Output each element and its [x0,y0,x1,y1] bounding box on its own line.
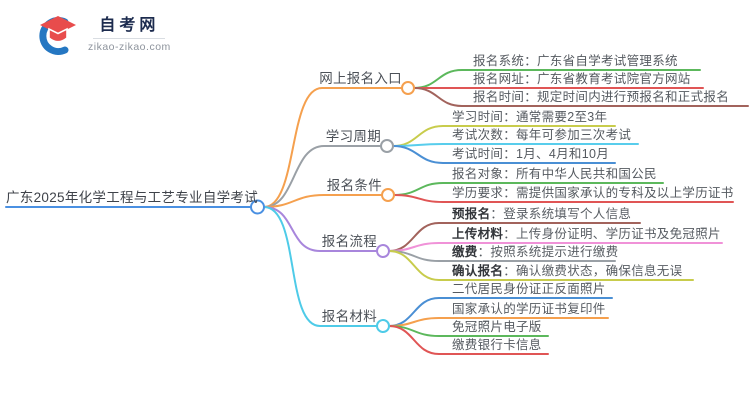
leaf-upload-materials: 上传材料：上传身份证明、学历证书及免冠照片 [452,226,721,242]
edge-leaf-confirm-signup [388,250,694,281]
node-dot-signup-materials [376,319,390,333]
edge-branch-study-cycle [263,145,382,208]
leaf-signup-time: 报名时间：规定时间内进行预报名和正式报名 [473,90,730,104]
node-dot-signup-conditions [381,188,395,202]
leaf-study-time: 学习时间：通常需要2至3年 [452,110,608,124]
leaf-confirm-signup: 确认报名：确认缴费状态，确保信息无误 [452,263,682,279]
leaf-upload-materials-keyword: 上传材料 [452,227,504,241]
node-dot-root [250,199,265,215]
branch-study-cycle: 学习周期 [325,129,381,144]
edge-branch-signup-conditions [263,194,383,208]
logo-divider [93,37,166,39]
leaf-pre-signup-desc: ：登录系统填写个人信息 [490,207,632,221]
branch-online-entry: 网上报名入口 [319,71,402,86]
leaf-bareheaded-photo: 免冠照片电子版 [452,320,542,334]
branch-signup-process: 报名流程 [321,234,377,249]
leaf-payment-desc: ：按照系统提示进行缴费 [477,245,619,259]
node-dot-online-entry [401,81,415,95]
root-node: 广东2025年化学工程与工艺专业自学考试 [6,190,259,205]
leaf-confirm-signup-keyword: 确认报名 [452,264,504,278]
edge-leaf-education-requirement [393,194,734,203]
branch-signup-materials: 报名材料 [321,309,377,324]
leaf-signup-target: 报名对象：所有中华人民共和国公民 [452,167,657,181]
node-dot-study-cycle [380,139,394,153]
logo-title: 自考网 [99,16,160,34]
leaf-upload-materials-desc: ：上传身份证明、学历证书及免冠照片 [503,227,721,241]
edge-branch-signup-materials [263,206,378,327]
edge-leaf-bank-card-info [388,325,549,355]
logo-cap-base-shape [48,27,68,43]
logo-domain: zikao-zikao.com [88,40,171,53]
leaf-exam-count: 考试次数：每年可参加三次考试 [452,128,632,142]
site-logo[interactable]: 自考网 zikao-zikao.com [34,11,171,57]
edge-branch-signup-process [263,206,378,252]
logo-text-block: 自考网 zikao-zikao.com [88,16,171,53]
leaf-signup-website: 报名网址：广东省教育考试院官方网站 [473,72,691,86]
edge-leaf-exam-time [392,145,616,164]
branch-signup-conditions: 报名条件 [326,178,382,193]
leaf-exam-time: 考试时间：1月、4月和10月 [452,147,610,161]
node-dot-signup-process [376,244,390,258]
leaf-education-requirement: 学历要求：需提供国家承认的专科及以上学历证书 [452,186,734,200]
edge-branch-online-entry [263,87,403,208]
leaf-payment: 缴费：按照系统提示进行缴费 [452,244,618,260]
logo-icon [39,16,76,55]
leaf-payment-keyword: 缴费 [452,245,478,259]
leaf-diploma-copy: 国家承认的学历证书复印件 [452,302,606,316]
leaf-signup-system: 报名系统：广东省自学考试管理系统 [473,54,678,68]
edge-leaf-signup-time [413,87,749,107]
leaf-confirm-signup-desc: ：确认缴费状态，确保信息无误 [503,264,683,278]
leaf-id-card-photo: 二代居民身份证正反面照片 [452,282,606,296]
leaf-pre-signup-keyword: 预报名 [452,207,491,221]
leaf-pre-signup: 预报名：登录系统填写个人信息 [452,206,631,222]
leaf-bank-card-info: 缴费银行卡信息 [452,338,542,352]
